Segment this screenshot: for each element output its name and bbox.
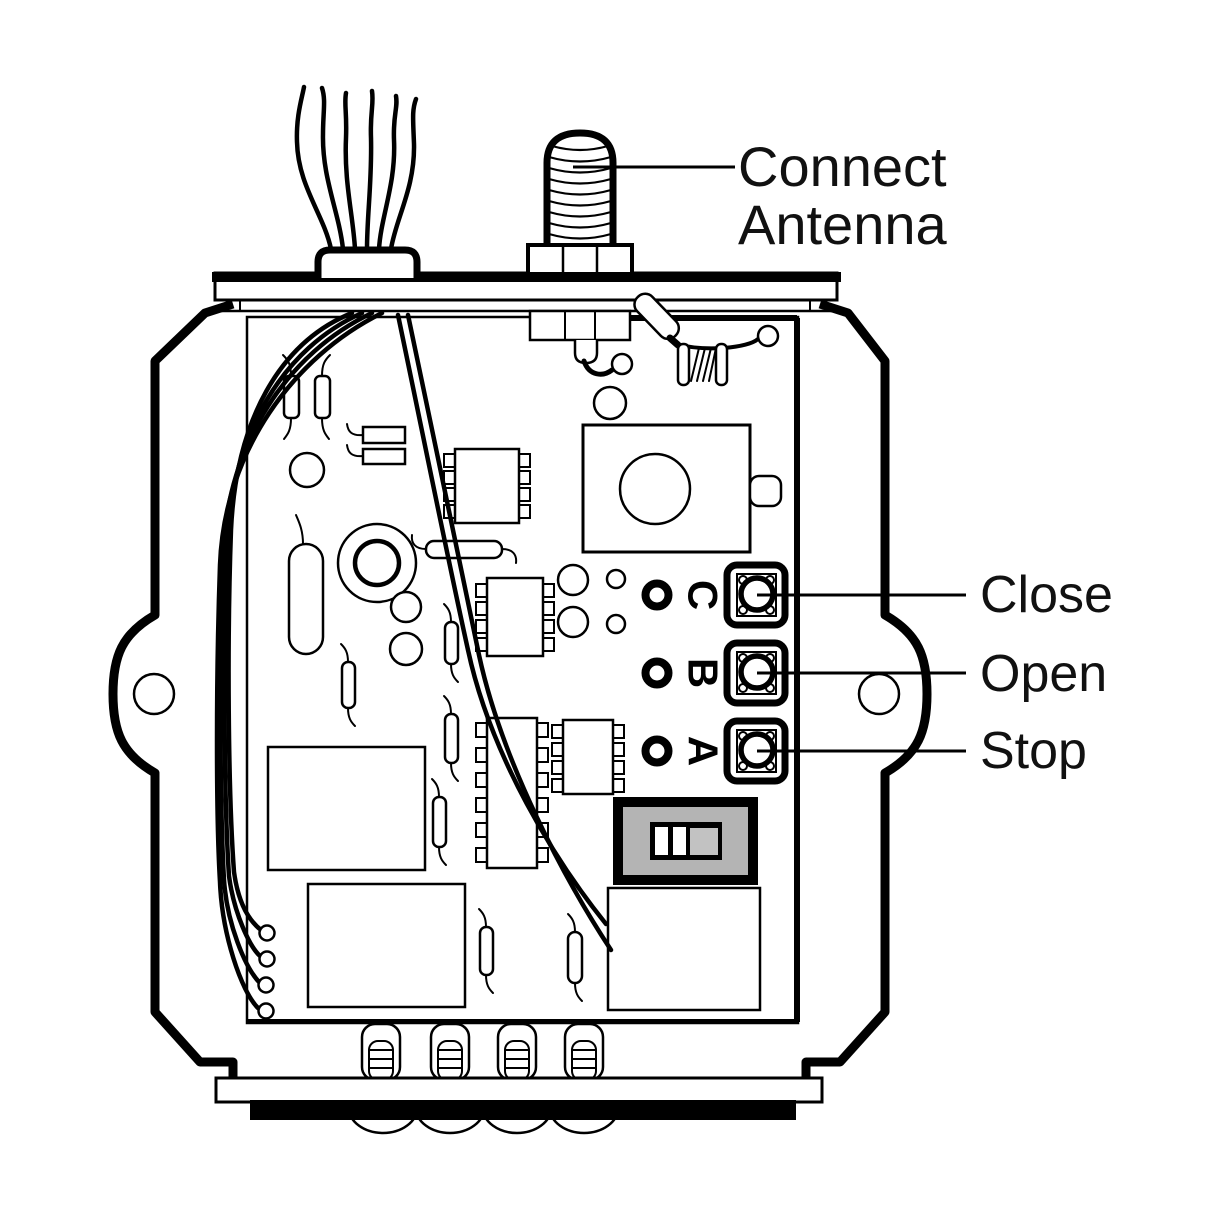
inductor-coil bbox=[676, 342, 729, 387]
case-outline bbox=[108, 299, 932, 1080]
antenna-mount bbox=[528, 292, 780, 377]
connect-antenna-label-line1: Connect bbox=[738, 135, 947, 198]
board-hole bbox=[388, 631, 424, 667]
indicator-hole-b bbox=[641, 657, 673, 689]
ic-chip bbox=[475, 576, 555, 658]
button-letter-c: C bbox=[680, 580, 727, 610]
board-hole bbox=[556, 563, 590, 597]
ic-chip bbox=[443, 447, 531, 525]
wire-bundle bbox=[214, 310, 385, 1011]
resistor bbox=[478, 908, 495, 994]
board-hole bbox=[556, 605, 590, 639]
tuner-block bbox=[581, 423, 783, 554]
trimmer bbox=[336, 522, 418, 604]
board-hole bbox=[605, 568, 627, 590]
ic-chip bbox=[475, 716, 549, 870]
button-letter-a: A bbox=[680, 736, 727, 766]
antenna-lead-wires bbox=[395, 312, 614, 953]
indicator-hole-c bbox=[641, 579, 673, 611]
connect-antenna-label-line2: Antenna bbox=[738, 193, 947, 256]
antenna-nut-top bbox=[526, 243, 634, 276]
transformer bbox=[606, 886, 762, 1012]
close-label: Close bbox=[980, 566, 1113, 624]
indicator-hole-a bbox=[641, 735, 673, 767]
dip-switch bbox=[613, 797, 758, 885]
right-mounting-hole bbox=[857, 672, 901, 716]
board-hole bbox=[288, 451, 326, 489]
antenna-nut-bottom bbox=[528, 309, 632, 342]
resistor bbox=[313, 354, 332, 440]
relay bbox=[266, 745, 427, 872]
solder-pad bbox=[610, 352, 634, 376]
capacitor bbox=[287, 514, 325, 656]
antenna-connector bbox=[526, 129, 634, 276]
stop-label: Stop bbox=[980, 722, 1087, 780]
open-label: Open bbox=[980, 645, 1107, 703]
antenna-threads bbox=[548, 144, 612, 240]
ic-chip bbox=[551, 718, 625, 796]
jumper-header bbox=[346, 423, 407, 466]
resistor bbox=[340, 643, 357, 727]
resistor bbox=[431, 778, 448, 866]
board-hole bbox=[389, 590, 423, 624]
solder-pad bbox=[756, 324, 780, 348]
resistor bbox=[443, 603, 460, 683]
resistor bbox=[566, 913, 584, 1002]
push-button-a bbox=[641, 717, 789, 785]
harness-wires bbox=[294, 84, 419, 252]
left-mounting-hole bbox=[132, 672, 176, 716]
relay bbox=[306, 882, 467, 1009]
cable-glands bbox=[360, 1022, 605, 1082]
board-hole bbox=[592, 385, 628, 421]
button-letter-b: B bbox=[680, 658, 727, 688]
resistor bbox=[443, 695, 460, 782]
board-hole bbox=[605, 613, 627, 635]
top-plate bbox=[212, 271, 841, 312]
bottom-plate bbox=[214, 1076, 824, 1120]
wire-grommet bbox=[314, 246, 421, 278]
wire-solder-pads bbox=[257, 924, 276, 1020]
